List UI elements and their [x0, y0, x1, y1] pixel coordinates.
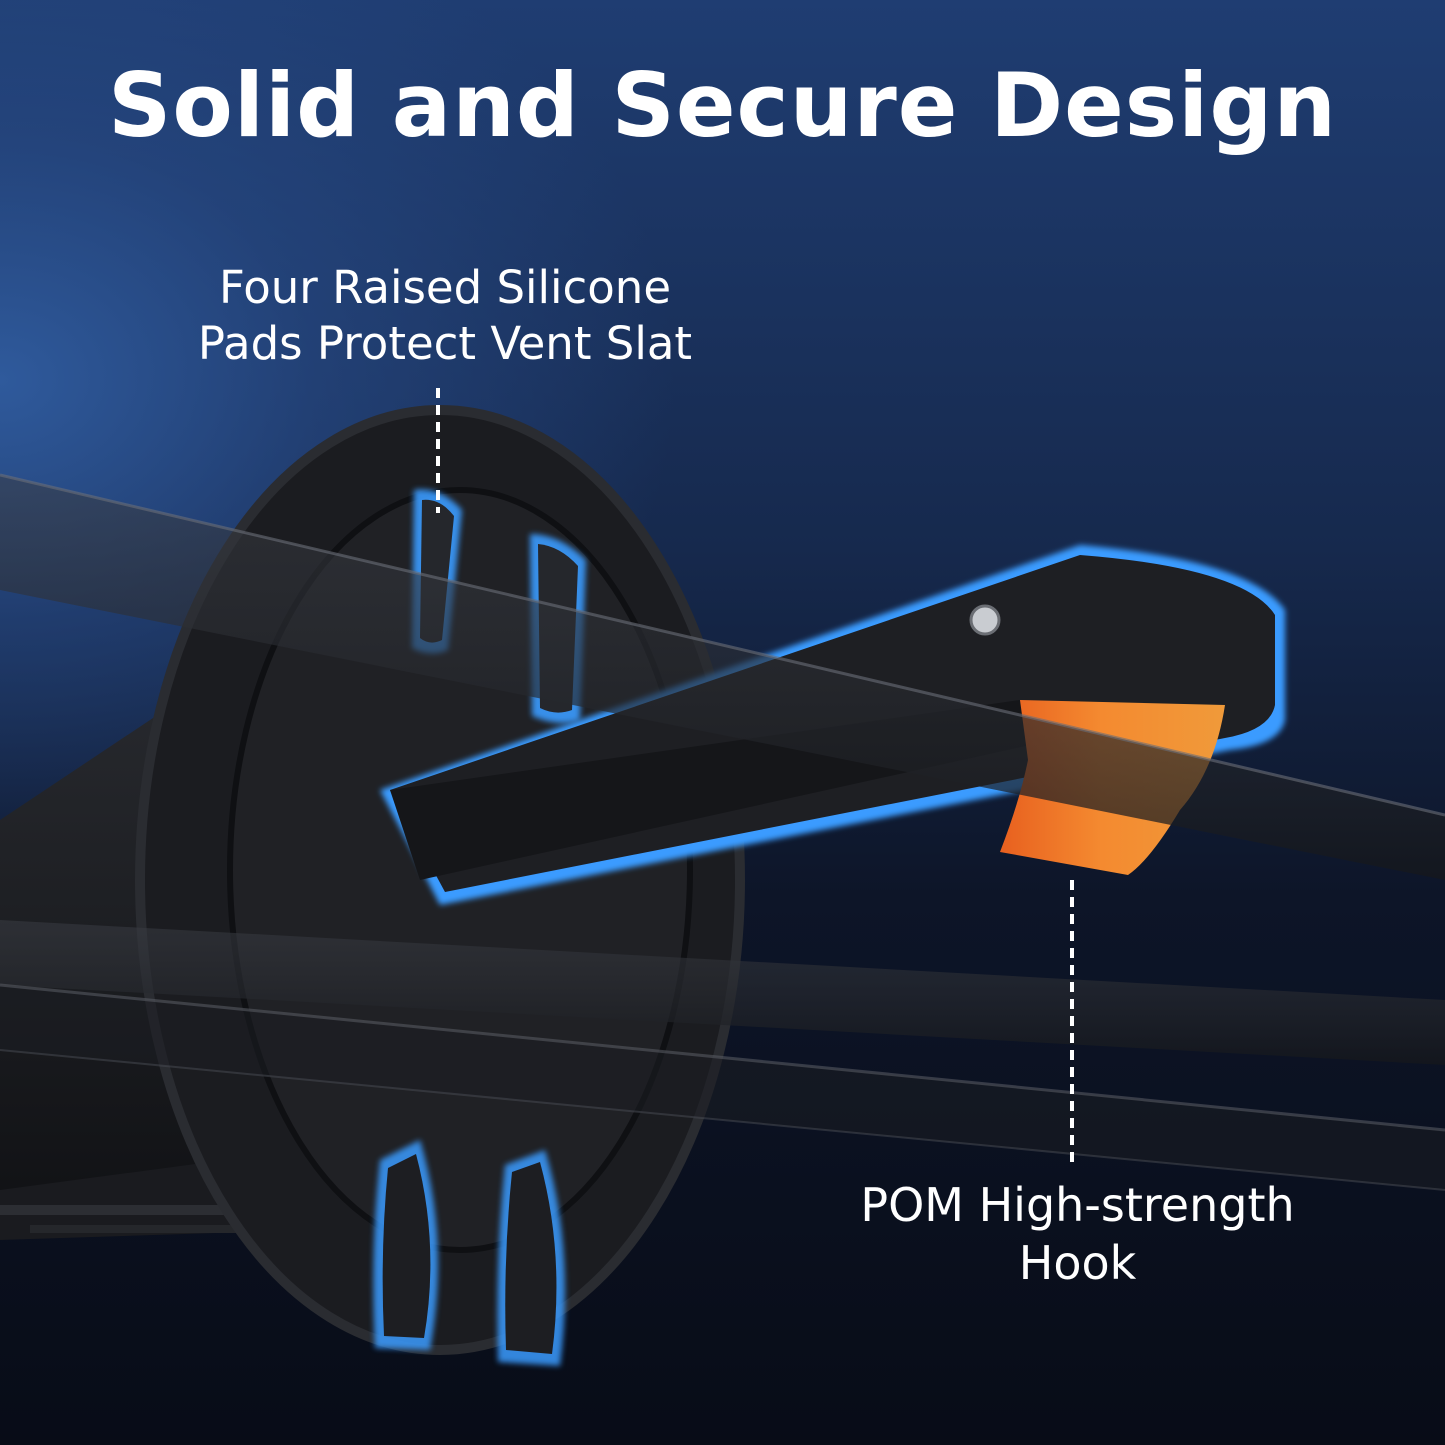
callout-silicone-pads-line1: Four Raised Silicone	[218, 261, 672, 314]
silicone-pad-bottom-right	[497, 1150, 565, 1366]
page-title: Solid and Secure Design	[108, 54, 1337, 157]
rivet-icon	[969, 604, 1001, 636]
callout-silicone-pads: Four Raised Silicone Pads Protect Vent S…	[160, 260, 730, 372]
pointer-line-silicone-pads	[436, 388, 440, 513]
pointer-line-hook	[1070, 880, 1074, 1165]
silicone-pad-bottom-left	[373, 1140, 438, 1350]
callout-silicone-pads-line2: Pads Protect Vent Slat	[197, 317, 693, 370]
callout-hook-line1: POM High-strength	[860, 1178, 1295, 1232]
vent-slats	[0, 473, 1445, 1191]
callout-hook-line2: Hook	[1018, 1236, 1137, 1290]
callout-hook: POM High-strength Hook	[820, 1176, 1335, 1292]
